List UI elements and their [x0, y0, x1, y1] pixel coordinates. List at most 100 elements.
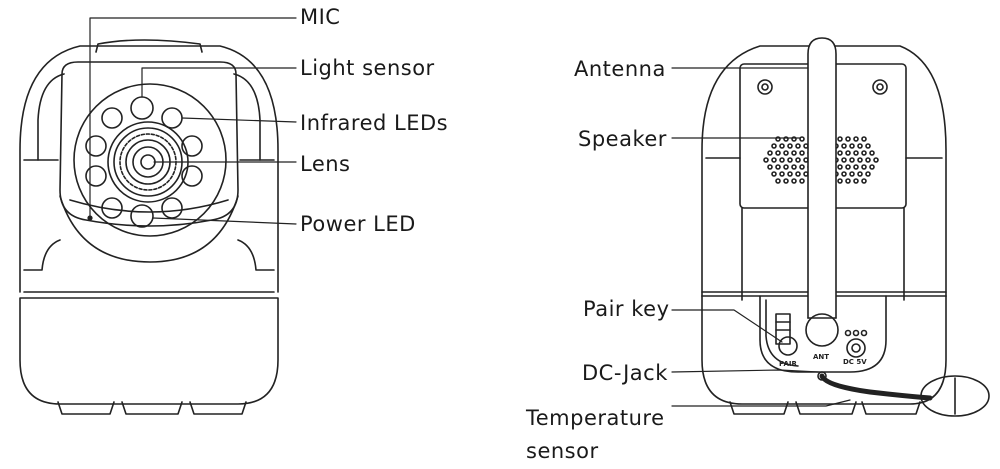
speaker-hole — [841, 171, 847, 177]
ir-led — [101, 107, 123, 129]
speaker-hole — [783, 150, 789, 156]
speaker-hole — [837, 150, 843, 156]
speaker-hole — [865, 157, 871, 163]
speaker-hole — [787, 171, 793, 177]
label-mic: MIC — [300, 5, 341, 29]
speaker-hole — [873, 157, 879, 163]
speaker-hole — [853, 178, 859, 184]
speaker-hole — [857, 157, 863, 163]
back-foot-mid — [795, 401, 857, 415]
speaker-hole — [845, 164, 851, 170]
ir-led — [161, 197, 183, 219]
speaker-hole — [791, 178, 797, 184]
speaker-hole — [837, 136, 843, 142]
speaker-hole — [857, 143, 863, 149]
leader-light-sensor — [141, 67, 297, 98]
speaker-hole — [775, 150, 781, 156]
front-base — [19, 297, 279, 405]
speaker-hole — [779, 157, 785, 163]
speaker-hole — [771, 157, 777, 163]
temperature-sensor-callout — [920, 375, 990, 417]
speaker-hole — [841, 143, 847, 149]
speaker-hole — [779, 143, 785, 149]
speaker-hole — [799, 136, 805, 142]
screw — [757, 79, 773, 95]
leader-dc-jack — [671, 369, 819, 373]
speaker-hole — [849, 171, 855, 177]
back-camera-view: PAIR ANT DC 5V — [701, 37, 990, 417]
front-leader-lines — [89, 17, 297, 225]
speaker-hole — [767, 150, 773, 156]
speaker-hole — [845, 136, 851, 142]
label-infrared-leds: Infrared LEDs — [300, 111, 449, 135]
front-top-bump — [95, 39, 203, 53]
speaker-hole — [799, 150, 805, 156]
front-foot-right — [189, 401, 247, 415]
leader-temperature — [671, 399, 851, 407]
speaker-hole — [787, 143, 793, 149]
pair-key — [778, 336, 798, 356]
temperature-cable — [819, 373, 933, 401]
speaker-hole — [795, 171, 801, 177]
speaker-hole — [849, 157, 855, 163]
speaker-hole — [791, 164, 797, 170]
speaker-hole — [869, 164, 875, 170]
ir-led — [85, 165, 107, 187]
speaker-hole — [845, 178, 851, 184]
speaker-hole — [795, 143, 801, 149]
power-led — [130, 204, 154, 228]
speaker-hole — [775, 164, 781, 170]
speaker-hole — [857, 171, 863, 177]
speaker-hole — [767, 164, 773, 170]
leader-infrared — [181, 117, 297, 123]
speaker-hole — [837, 178, 843, 184]
speaker-hole — [861, 150, 867, 156]
label-temperature-sensor: Temperature sensor — [526, 406, 665, 463]
back-foot-right — [861, 401, 921, 415]
front-foot-mid — [121, 401, 183, 415]
speaker-hole — [799, 164, 805, 170]
port-label-dc: DC 5V — [843, 358, 867, 366]
leader-pair-key — [671, 309, 783, 343]
front-camera-view — [19, 39, 279, 415]
ir-led — [181, 165, 203, 187]
speaker-hole — [791, 136, 797, 142]
front-head-outline — [19, 45, 279, 293]
screw — [872, 79, 888, 95]
ir-led — [101, 197, 123, 219]
speaker-hole — [783, 164, 789, 170]
speaker-hole — [841, 157, 847, 163]
speaker-hole — [837, 164, 843, 170]
speaker-hole — [775, 136, 781, 142]
speaker-hole — [853, 164, 859, 170]
led-ring — [73, 83, 227, 237]
speaker-hole — [783, 136, 789, 142]
port-label-ant: ANT — [813, 353, 829, 361]
speaker-hole — [845, 150, 851, 156]
label-speaker: Speaker — [578, 127, 667, 151]
speaker-hole — [771, 171, 777, 177]
speaker-hole — [791, 150, 797, 156]
speaker-hole — [775, 178, 781, 184]
dc-jack — [846, 338, 866, 358]
speaker-hole — [861, 136, 867, 142]
leader-mic — [89, 17, 297, 219]
speaker-hole — [795, 157, 801, 163]
front-face-plate — [59, 61, 239, 227]
speaker-hole — [865, 171, 871, 177]
port-label-pair: PAIR — [779, 360, 798, 368]
light-sensor — [130, 96, 154, 120]
speaker-hole — [779, 171, 785, 177]
label-power-led: Power LED — [300, 212, 416, 236]
speaker-grille — [763, 136, 879, 184]
speaker-hole — [771, 143, 777, 149]
back-body-outline — [701, 295, 947, 405]
speaker-hole — [787, 157, 793, 163]
front-foot-left — [57, 401, 115, 415]
label-pair-key: Pair key — [583, 297, 670, 321]
speaker-hole — [865, 143, 871, 149]
label-dc-jack: DC-Jack — [582, 361, 668, 385]
speaker-hole — [853, 136, 859, 142]
